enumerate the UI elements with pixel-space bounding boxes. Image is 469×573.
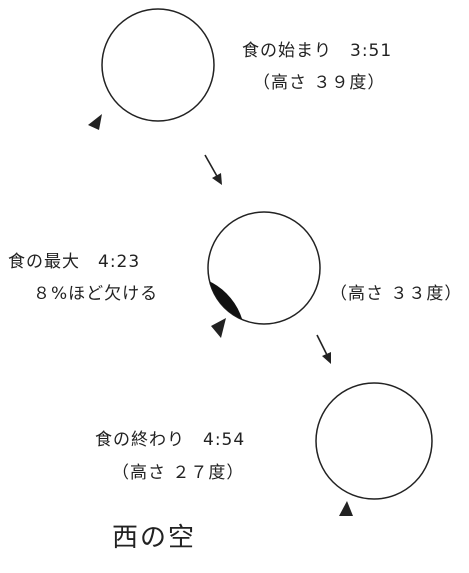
start-time-label: 食の始まり 3:51 bbox=[242, 41, 393, 61]
maximum-marker bbox=[211, 318, 226, 338]
moon-disk-end bbox=[315, 382, 433, 500]
end-time-label: 食の終わり 4:54 bbox=[95, 430, 246, 450]
start-contact-marker bbox=[88, 114, 102, 130]
moon-disk-start bbox=[101, 8, 215, 122]
direction-caption: 西の空 bbox=[112, 523, 197, 553]
end-altitude-label: （高さ ２７度） bbox=[112, 463, 245, 483]
moon-disk-maximum bbox=[207, 211, 321, 325]
maximum-altitude-label: （高さ ３３度） bbox=[330, 284, 463, 304]
maximum-coverage-label: ８%ほど欠ける bbox=[33, 284, 159, 304]
start-altitude-label: （高さ ３９度） bbox=[253, 73, 386, 93]
transition-arrow-1 bbox=[204, 154, 222, 185]
maximum-time-label: 食の最大 4:23 bbox=[8, 252, 141, 272]
transition-arrow-2 bbox=[316, 334, 331, 364]
end-contact-marker bbox=[339, 501, 353, 516]
